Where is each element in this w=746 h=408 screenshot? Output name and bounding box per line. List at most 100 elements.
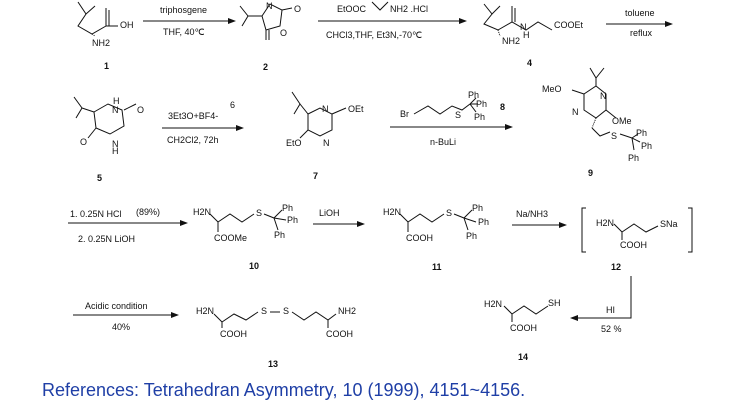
- sna-label: SNa: [660, 219, 678, 229]
- cooh-label: COOH: [620, 240, 647, 250]
- compound-number: 9: [588, 168, 593, 178]
- ph-label: Ph: [468, 90, 479, 100]
- meo-label: MeO: [542, 84, 562, 94]
- compound-number: 14: [518, 352, 528, 362]
- reagent-label: triphosgene: [160, 5, 207, 15]
- h2n-label: H2N: [383, 207, 401, 217]
- reagent-label: Acidic condition: [85, 301, 148, 311]
- oet-label: OEt: [348, 104, 364, 114]
- s-label: S: [455, 110, 461, 120]
- condition-label: CH2Cl2, 72h: [167, 135, 219, 145]
- compound-number: 13: [268, 359, 278, 369]
- reaction-arrow-3: toluene reflux: [606, 8, 673, 38]
- compound-11: H2N S Ph Ph Ph COOH 11: [383, 203, 489, 272]
- reaction-arrow-6: 1. 0.25N HCl (89%) 2. 0.25N LiOH: [68, 207, 188, 244]
- h2n-label: H2N: [193, 207, 211, 217]
- o-label: O: [280, 28, 287, 38]
- compound-7: N OEt EtO N 7: [286, 91, 364, 181]
- o-label: O: [294, 4, 301, 14]
- ome-label: OMe: [612, 116, 632, 126]
- ph-label: Ph: [282, 203, 293, 213]
- compound-13: H2N S S NH2 COOH COOH 13: [196, 306, 356, 369]
- reagent-label: LiOH: [319, 208, 340, 218]
- n-label: N: [520, 22, 527, 32]
- reaction-arrow-5: Br S Ph Ph Ph 8 n-BuLi: [390, 90, 513, 147]
- s-label: S: [283, 306, 289, 316]
- compound-number: 2: [263, 62, 268, 72]
- h-label: H: [523, 30, 530, 40]
- n-label: N: [322, 104, 329, 114]
- compound-number: 4: [527, 58, 532, 68]
- ph-label: Ph: [641, 141, 652, 151]
- ph-label: Ph: [476, 99, 487, 109]
- condition-label: 52 %: [601, 324, 622, 334]
- s-label: S: [611, 131, 617, 141]
- compound-9: MeO N N OMe S Ph Ph Ph 9: [542, 67, 652, 178]
- compound-number: 7: [313, 171, 318, 181]
- compound-number: 10: [249, 261, 259, 271]
- reagent-number: 8: [500, 102, 505, 112]
- condition-step-1: 1. 0.25N HCl: [70, 209, 122, 219]
- ph-label: Ph: [478, 217, 489, 227]
- compound-8: Br S Ph Ph Ph: [400, 90, 487, 122]
- reaction-arrow-9: HI 52 %: [570, 276, 632, 334]
- reaction-arrow-8: Na/NH3: [512, 209, 567, 228]
- ph-label: Ph: [628, 153, 639, 163]
- condition-label: CHCl3,THF, Et3N,-70℃: [326, 30, 422, 40]
- s-label: S: [256, 208, 262, 218]
- ph-label: Ph: [287, 215, 298, 225]
- reagent-label: EtOOC: [337, 4, 367, 14]
- ph-label: Ph: [636, 128, 647, 138]
- br-label: Br: [400, 109, 409, 119]
- cooh-label: COOH: [326, 329, 353, 339]
- reagent-label: Na/NH3: [516, 209, 548, 219]
- n-label: N: [572, 107, 579, 117]
- coome-label: COOMe: [214, 233, 247, 243]
- reagent-label: HI: [606, 305, 615, 315]
- cooh-label: COOH: [220, 329, 247, 339]
- reagent-label: 3Et3O+BF4-: [168, 111, 218, 121]
- reaction-arrow-1: triphosgene THF, 40℃: [143, 5, 236, 37]
- ph-label: Ph: [474, 112, 485, 122]
- oh-label: OH: [120, 20, 134, 30]
- step-yield: (89%): [136, 207, 160, 217]
- cooh-label: COOH: [406, 233, 433, 243]
- reaction-arrow-4: 3Et3O+BF4- 6 CH2Cl2, 72h: [162, 100, 244, 145]
- compound-number: 11: [432, 262, 442, 272]
- compound-10: H2N S Ph Ph Ph COOMe 10: [193, 203, 298, 271]
- compound-4: N H COOEt NH2 4: [483, 3, 584, 68]
- s-label: S: [261, 306, 267, 316]
- condition-step-2: 2. 0.25N LiOH: [78, 234, 135, 244]
- compound-number: 12: [611, 262, 621, 272]
- ph-label: Ph: [472, 203, 483, 213]
- h2n-label: H2N: [196, 306, 214, 316]
- o-label: O: [137, 105, 144, 115]
- eto-label: EtO: [286, 138, 302, 148]
- h-label: H: [112, 146, 119, 156]
- reaction-arrow-10: Acidic condition 40%: [73, 301, 179, 332]
- n-label: N: [600, 91, 607, 101]
- compound-number: 1: [104, 61, 109, 71]
- nh2-label: NH2: [92, 38, 110, 48]
- ph-label: Ph: [274, 230, 285, 240]
- compound-14: H2N SH COOH 14: [484, 298, 561, 362]
- s-label: S: [446, 208, 452, 218]
- condition-label: n-BuLi: [430, 137, 456, 147]
- h2n-label: H2N: [484, 299, 502, 309]
- nh2-label: NH2: [502, 36, 520, 46]
- compound-number: 5: [97, 173, 102, 183]
- n-label: N: [266, 1, 273, 11]
- reagent-label: NH2 .HCl: [390, 4, 428, 14]
- nh2-label: NH2: [338, 306, 356, 316]
- coo-et-label: COOEt: [554, 20, 584, 30]
- reaction-arrow-2: EtOOC NH2 .HCl CHCl3,THF, Et3N,-70℃: [318, 1, 467, 40]
- sh-label: SH: [548, 298, 561, 308]
- n-label: N: [112, 139, 119, 149]
- reaction-arrow-7: LiOH: [313, 208, 365, 227]
- compound-2: N O O 2: [239, 1, 301, 72]
- h2n-label: H2N: [596, 218, 614, 228]
- n-label: N: [112, 105, 119, 115]
- n-label: N: [323, 138, 330, 148]
- condition-label: reflux: [630, 28, 653, 38]
